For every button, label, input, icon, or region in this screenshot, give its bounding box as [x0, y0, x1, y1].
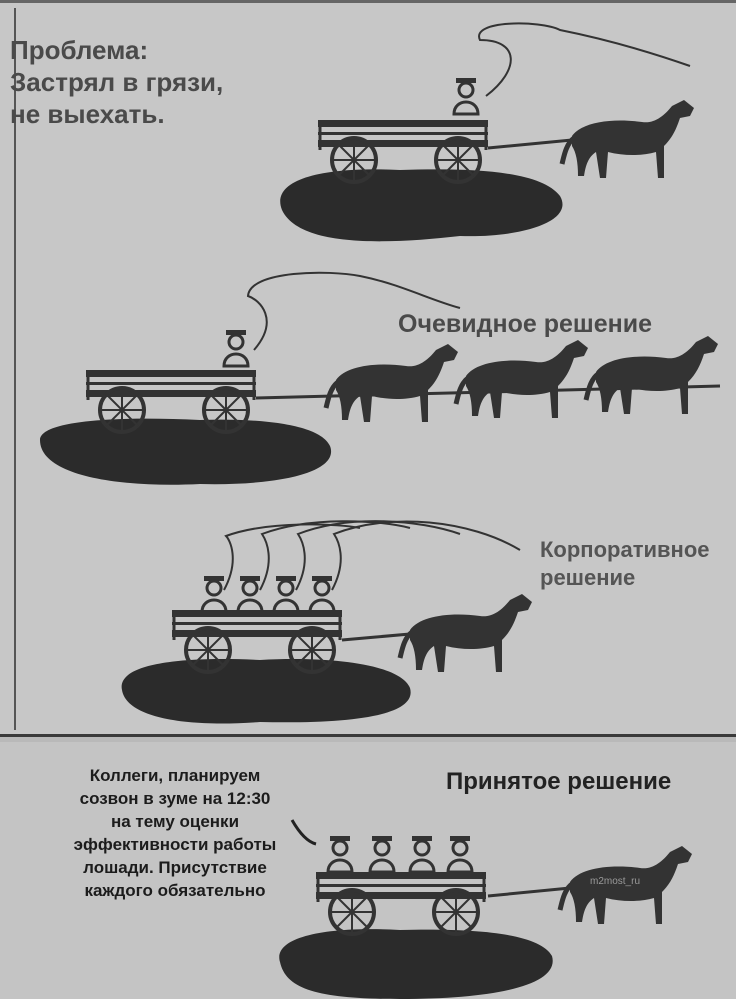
problem-line-3: не выехать.: [10, 99, 165, 129]
problem-label: Проблема: Застрял в грязи, не выехать.: [10, 34, 330, 130]
corporate-solution-label: Корпоративное решение: [540, 536, 710, 592]
problem-line-1: Проблема:: [10, 35, 149, 65]
memo-line-3: на тему оценки: [110, 812, 240, 831]
frame-line: [14, 8, 16, 730]
meeting-memo: Коллеги, планируем созвон в зуме на 12:3…: [44, 764, 306, 902]
comic-panel-top: Проблема: Застрял в грязи, не выехать. О…: [0, 0, 736, 737]
problem-line-2: Застрял в грязи,: [10, 67, 224, 97]
memo-line-1: Коллеги, планируем: [89, 766, 261, 785]
obvious-solution-label: Очевидное решение: [398, 310, 652, 338]
memo-line-2: созвон в зуме на 12:30: [79, 789, 271, 808]
memo-line-6: каждого обязательно: [84, 881, 266, 900]
top-rule: [0, 0, 736, 3]
watermark: m2most_ru: [590, 876, 641, 887]
corporate-line-1: Корпоративное: [540, 537, 710, 562]
memo-line-4: эффективности работы: [73, 835, 277, 854]
drawings-bottom: [279, 819, 736, 999]
corporate-line-2: решение: [540, 565, 636, 590]
memo-line-5: лошади. Присутствие: [83, 858, 267, 877]
comic-panel-bottom: Принятое решение Коллеги, планируем созв…: [0, 742, 736, 999]
accepted-solution-label: Принятое решение: [446, 768, 672, 795]
drawings-top: [40, 22, 736, 724]
